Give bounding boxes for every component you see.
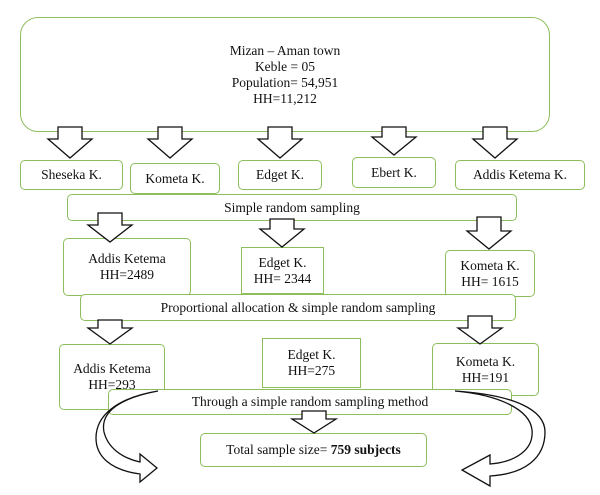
total-value: 759 subjects (330, 442, 401, 457)
selected-box-addis-ketema: Addis Ketema HH=2489 (63, 238, 191, 296)
sample-hh: HH=191 (461, 369, 510, 385)
step-label: Proportional allocation & simple random … (160, 299, 436, 315)
kebele-box-addis-ketema: Addis Ketema K. (455, 160, 585, 190)
town-name: Mizan – Aman town (229, 42, 341, 58)
down-arrow-icon (86, 319, 134, 345)
curved-arrow-left-icon (95, 390, 159, 484)
down-arrow-icon (146, 126, 194, 159)
sample-box-edget: Edget K. HH=275 (262, 338, 361, 388)
selected-box-kometa: Kometa K. HH= 1615 (445, 250, 535, 297)
selected-hh: HH= 1615 (461, 273, 519, 289)
kebele-box-ebert: Ebert K. (352, 157, 436, 188)
selected-hh: HH=2489 (99, 267, 155, 282)
proportional-allocation-bar: Proportional allocation & simple random … (80, 294, 516, 321)
total-sample-box: Total sample size= 759 subjects (200, 433, 427, 467)
down-arrow-icon (456, 315, 504, 345)
down-arrow-icon (46, 126, 94, 159)
population: Population= 54,951 (231, 74, 339, 90)
kebele-label: Ebert K. (371, 164, 417, 180)
study-area-box: Mizan – Aman town Keble = 05 Population=… (20, 17, 550, 132)
kebele-label: Edget K. (256, 167, 304, 182)
step-label: Simple random sampling (224, 199, 360, 215)
selected-name: Addis Ketema (88, 251, 166, 266)
household-count: HH=11,212 (253, 90, 317, 106)
step-label: Through a simple random sampling method (191, 394, 429, 409)
sample-hh: HH=293 (88, 377, 136, 392)
sample-name: Kometa K. (455, 353, 516, 369)
down-arrow-icon (86, 212, 134, 243)
sample-hh: HH=275 (287, 363, 336, 378)
down-arrow-icon (471, 126, 519, 159)
kebele-label: Addis Ketema K. (472, 167, 568, 182)
selected-hh: HH= 2344 (253, 270, 312, 286)
selected-box-edget: Edget K. HH= 2344 (241, 247, 324, 294)
sample-name: Addis Ketema (73, 361, 151, 376)
kebele-box-sheseka: Sheseka K. (20, 160, 123, 190)
down-arrow-icon (370, 126, 418, 156)
selected-name: Kometa K. (460, 257, 520, 273)
selected-name: Edget K. (258, 254, 307, 270)
down-arrow-icon (289, 410, 339, 434)
kebele-box-edget: Edget K. (238, 160, 322, 190)
kebele-box-kometa: Kometa K. (130, 163, 220, 194)
kebele-label: Sheseka K. (41, 167, 102, 182)
down-arrow-icon (258, 218, 306, 248)
kebele-label: Kometa K. (145, 170, 205, 186)
total-label: Total sample size= (226, 442, 331, 457)
sample-name: Edget K. (287, 347, 336, 362)
sample-box-kometa: Kometa K. HH=191 (432, 343, 539, 396)
curved-arrow-right-icon (454, 390, 546, 488)
down-arrow-icon (256, 126, 304, 159)
down-arrow-icon (465, 216, 513, 250)
kebele-count: Keble = 05 (254, 58, 316, 74)
